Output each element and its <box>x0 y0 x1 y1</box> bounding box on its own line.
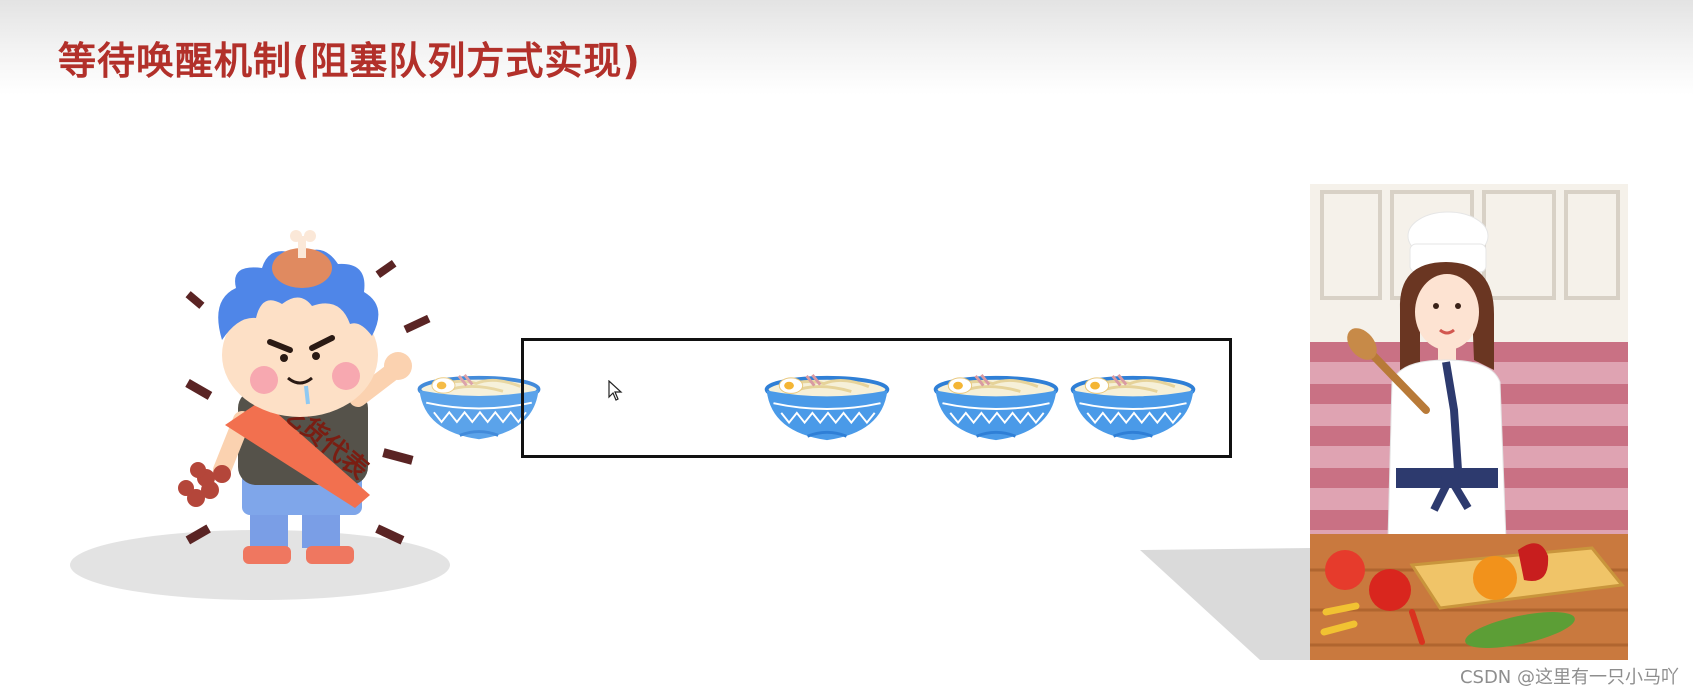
slide-title: 等待唤醒机制(阻塞队列方式实现) <box>58 39 641 83</box>
watermark: CSDN @这里有一只小马吖 <box>1459 667 1679 688</box>
slide-header-band <box>0 0 1693 95</box>
consumer-character: 吃货代表 <box>178 230 431 564</box>
consumer-shadow <box>70 530 450 600</box>
chef-kitchen-image <box>1310 184 1628 660</box>
chef-shadow <box>1140 548 1310 660</box>
blocking-queue <box>521 338 1232 458</box>
mouse-cursor-icon <box>608 380 623 401</box>
